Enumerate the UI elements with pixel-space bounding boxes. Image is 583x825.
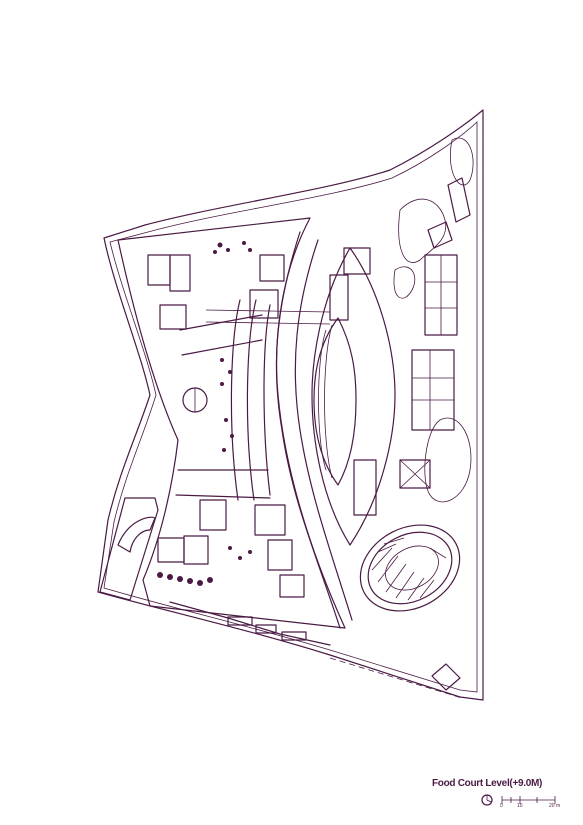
nw-room-3 bbox=[159, 304, 187, 330]
lens-block-mid bbox=[329, 274, 349, 321]
east-pavilion bbox=[399, 459, 431, 489]
sw-room-3 bbox=[199, 499, 227, 531]
site-boundary bbox=[97, 109, 484, 701]
site-inner-boundary bbox=[103, 121, 478, 693]
scale-tick-10: 10 bbox=[517, 803, 523, 809]
north-arrow-icon bbox=[481, 794, 493, 806]
se-diamond bbox=[431, 663, 461, 691]
landscape-east-upper bbox=[398, 198, 447, 263]
nw-room-2 bbox=[169, 254, 191, 292]
scale-tick-20: 20 m bbox=[549, 803, 561, 809]
lens-inner-ring bbox=[313, 317, 357, 486]
ne-block-2 bbox=[427, 221, 453, 249]
scale-tick-0: 0 bbox=[500, 803, 503, 809]
nw-room-1 bbox=[147, 254, 171, 286]
sw-room-5 bbox=[267, 539, 293, 571]
sw-curved-stair bbox=[117, 516, 156, 553]
curved-concourse-inner bbox=[294, 239, 353, 621]
plan-title: Food Court Level(+9.0M) bbox=[432, 778, 543, 789]
east-block-b bbox=[411, 349, 455, 431]
diagonal-bridge bbox=[205, 309, 331, 313]
sw-room-4 bbox=[254, 504, 286, 536]
landscape-east-top bbox=[450, 137, 474, 186]
oval-venue-mid bbox=[367, 531, 453, 605]
lens-food-court bbox=[311, 247, 396, 546]
ne-block-1 bbox=[447, 177, 471, 223]
scale-bar bbox=[501, 796, 556, 804]
west-frame bbox=[99, 497, 159, 601]
oval-venue-outer bbox=[359, 524, 461, 612]
lens-block-north bbox=[343, 247, 371, 275]
sw-room-1 bbox=[157, 537, 185, 563]
lens-block-south bbox=[353, 459, 377, 516]
landscape-east-mid bbox=[393, 266, 416, 299]
curved-concourse-outer bbox=[275, 231, 341, 629]
sw-room-2 bbox=[183, 535, 209, 565]
nw-room-4 bbox=[259, 254, 285, 282]
oval-seating-rows bbox=[371, 537, 447, 601]
nw-room-5 bbox=[249, 289, 279, 319]
furniture-dots bbox=[157, 241, 252, 586]
south-east-dashed-edge bbox=[329, 657, 463, 699]
landscape-east-lower bbox=[424, 417, 472, 503]
west-arc-wall bbox=[230, 299, 241, 501]
sw-room-6 bbox=[279, 574, 305, 598]
oval-venue-inner bbox=[385, 545, 439, 591]
